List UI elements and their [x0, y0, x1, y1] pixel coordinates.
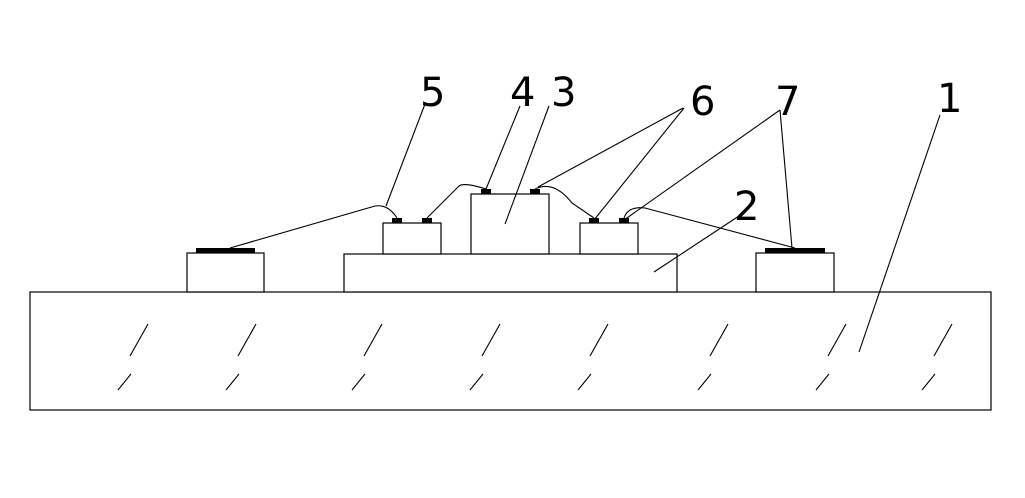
- wire-center-to-right-chip: [534, 185, 595, 219]
- callout-3: 3: [551, 70, 576, 116]
- callout-1: 1: [937, 76, 962, 122]
- leader-6a: [537, 107, 684, 188]
- leader-7a: [623, 109, 781, 221]
- wire-left-chip-to-center: [426, 183, 487, 219]
- leader-6b: [593, 107, 685, 221]
- carrier-block: [343, 253, 678, 293]
- center-chip: [470, 193, 550, 255]
- right-terminal-block: [755, 252, 835, 293]
- right-small-chip: [579, 222, 639, 255]
- callout-2: 2: [734, 184, 759, 230]
- callout-5: 5: [420, 70, 445, 116]
- left-chip-pad-b: [422, 218, 432, 223]
- leader-5: [385, 103, 426, 207]
- leader-7b: [779, 109, 793, 249]
- callout-4: 4: [510, 70, 535, 116]
- wire-right-chip-to-terminal: [623, 207, 796, 249]
- leader-3: [504, 105, 550, 225]
- right-terminal-pad: [765, 248, 825, 253]
- callout-7: 7: [775, 79, 800, 125]
- substrate-hatching: [117, 323, 953, 391]
- center-chip-pad-b: [530, 189, 540, 194]
- left-chip-pad-a: [392, 218, 402, 223]
- left-terminal-block: [186, 252, 265, 293]
- leader-4: [485, 105, 521, 190]
- left-terminal-pad: [196, 248, 255, 253]
- callout-6: 6: [690, 79, 715, 125]
- leader-2: [653, 213, 743, 273]
- leader-1: [858, 114, 941, 353]
- right-chip-pad-a: [589, 218, 599, 223]
- center-chip-pad-a: [481, 189, 491, 194]
- left-small-chip: [382, 222, 442, 255]
- right-chip-pad-b: [619, 218, 629, 223]
- wire-left-terminal-to-chip: [229, 205, 398, 249]
- substrate: [29, 291, 992, 411]
